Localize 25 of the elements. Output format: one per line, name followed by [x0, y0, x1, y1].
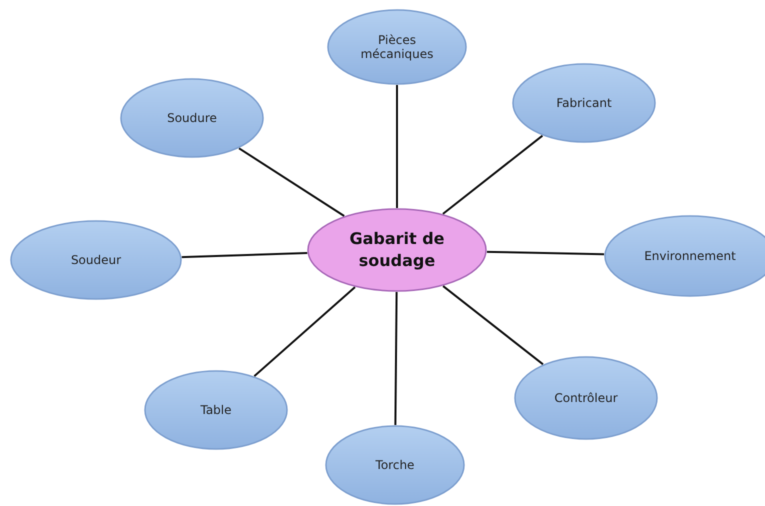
connector-line	[442, 285, 544, 366]
connector-line	[486, 250, 604, 256]
topic-ellipse	[10, 220, 182, 300]
node-label: Environnement	[644, 249, 736, 263]
central-ellipse	[307, 208, 487, 292]
topic-ellipse	[514, 356, 658, 440]
node-label: Pièces mécaniques	[360, 33, 434, 61]
node-label: Torche	[376, 458, 414, 472]
connector-line	[182, 252, 308, 258]
topic-ellipse	[325, 425, 465, 505]
topic-ellipse	[512, 63, 656, 143]
node-label: Soudure	[167, 111, 217, 125]
connector-line	[396, 85, 398, 208]
node-label: Soudeur	[70, 253, 122, 267]
connector-line	[442, 134, 544, 215]
node-label: Fabricant	[556, 96, 612, 110]
connector-line	[238, 147, 345, 217]
topic-ellipse	[327, 9, 467, 85]
connector-line	[254, 286, 356, 377]
topic-ellipse	[144, 370, 288, 450]
node-label: Gabarit de soudage	[348, 228, 446, 272]
node-label: Table	[200, 403, 232, 417]
node-label: Contrôleur	[554, 391, 618, 405]
connector-line	[394, 292, 398, 426]
topic-ellipse	[120, 78, 264, 158]
